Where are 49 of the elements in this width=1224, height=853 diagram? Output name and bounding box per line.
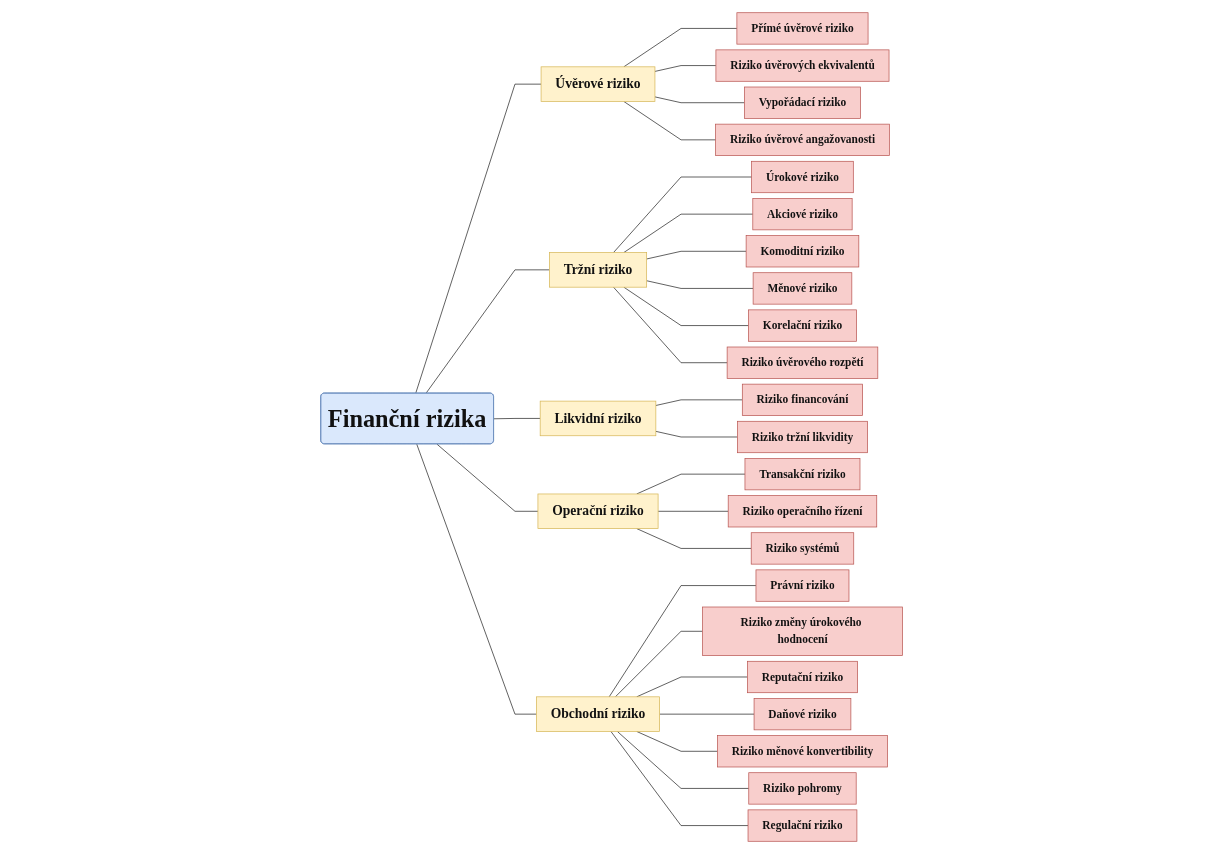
node-box: Daňové riziko (754, 697, 852, 730)
node-box: Riziko tržní likvidity (737, 420, 869, 453)
connector (609, 584, 757, 697)
node-box: Vypořádací riziko (744, 86, 862, 119)
node-box: Přímé úvěrové riziko (736, 11, 869, 44)
connector (636, 527, 752, 549)
node-box: Riziko systémů (751, 531, 855, 564)
node-box: Riziko financování (742, 383, 864, 416)
node-box: Akciové riziko (752, 197, 853, 230)
connector (655, 399, 744, 406)
node-box: Riziko pohromy (748, 771, 857, 804)
connector (415, 83, 542, 394)
node-box: Reputační riziko (747, 660, 859, 693)
node-box: Úrokové riziko (751, 160, 855, 193)
connector (425, 269, 551, 394)
node-box: Právní riziko (756, 569, 850, 602)
node-box: Riziko úvěrových ekvivalentů (715, 49, 890, 82)
node-box: Úvěrové riziko (541, 65, 656, 102)
connector (655, 430, 739, 437)
connector (655, 96, 746, 103)
connector (493, 417, 541, 419)
connector (437, 443, 539, 512)
node-box: Riziko úvěrového rozpětí (727, 346, 879, 379)
connector (646, 279, 754, 289)
connector (416, 443, 538, 714)
connector (610, 730, 749, 826)
connector (636, 730, 719, 752)
node-box: Riziko měnové konvertibility (717, 734, 889, 767)
node-box: Riziko změny úrokového hodnocení (702, 606, 904, 656)
node-box: Operační riziko (537, 493, 659, 529)
connector (646, 250, 747, 259)
node-box: Komoditní riziko (746, 234, 860, 267)
node-box: Riziko operačního řízení (728, 494, 878, 527)
node-box: Likvidní riziko (540, 400, 657, 436)
connector (613, 176, 753, 253)
node-box: Tržní riziko (549, 251, 648, 288)
node-box: Měnové riziko (753, 271, 853, 304)
connector (617, 730, 750, 789)
node-box: Riziko úvěrové angažovanosti (715, 123, 891, 156)
connector (655, 64, 717, 72)
connector (623, 286, 750, 326)
connector (613, 286, 728, 363)
node-box: Regulační riziko (748, 809, 858, 842)
node-box: Korelační riziko (748, 309, 858, 342)
connector (623, 213, 754, 253)
node-box: Obchodní riziko (536, 695, 661, 732)
connector (623, 27, 738, 67)
node-box: Transakční riziko (745, 457, 861, 490)
connector (623, 100, 717, 140)
